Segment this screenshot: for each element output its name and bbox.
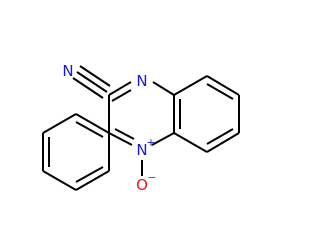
bond-c8-c7-double: [206, 83, 234, 100]
structure-canvas: N N N + O −: [42, 62, 240, 194]
bond-c6-c5: [206, 132, 240, 153]
bond-c2-n1-double: [111, 89, 132, 102]
bond-ph-4-double: [75, 166, 104, 183]
bond-ph-3: [42, 170, 77, 191]
bond-ph-1: [42, 113, 77, 134]
atom-label-nitrile-n: N: [62, 62, 73, 80]
bond-c8-c7: [206, 75, 240, 96]
bond-triple-nitrile-a: [76, 71, 108, 93]
bond-c8a-c8: [173, 75, 208, 96]
bond-c2-n1: [108, 81, 132, 96]
pyrazine-ring: [108, 81, 175, 146]
molecule-drawing: N N N + O −: [42, 62, 240, 194]
benzo-ring: [173, 75, 240, 153]
atom-charge-plus: +: [146, 136, 155, 149]
bond-c3-phenyl: [75, 113, 110, 134]
atom-label-ring-n-top: N: [136, 72, 147, 90]
bond-triple-nitrile-c: [79, 65, 111, 87]
bond-triple-nitrile-b: [72, 77, 104, 99]
nitrile-group: [72, 65, 111, 99]
bond-n4-c3-double: [114, 128, 135, 140]
phenyl-ring: [42, 113, 110, 191]
bond-ph-4: [75, 170, 110, 191]
bond-c6-c5-double: [206, 128, 234, 145]
bond-n4-c3: [108, 132, 133, 146]
bond-c5-c4a: [173, 132, 208, 153]
atom-charge-minus: −: [147, 171, 156, 184]
bond-c4a-n4: [151, 132, 175, 146]
bond-n1-c8a: [152, 81, 175, 96]
bond-ph-6-double: [75, 121, 104, 138]
atom-label-oxygen: O: [136, 176, 148, 194]
atom-label-ring-n-oxide: N: [136, 141, 147, 159]
